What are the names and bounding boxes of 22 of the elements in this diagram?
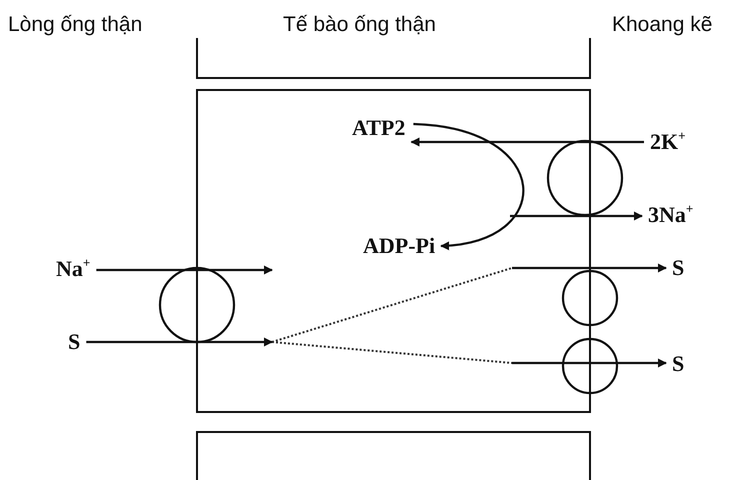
arrow	[96, 266, 273, 274]
region-label: Khoang kẽ	[612, 14, 712, 35]
ion-label: ATP2	[352, 117, 406, 139]
arrow	[512, 264, 667, 272]
region-label: Tế bào ống thận	[283, 14, 436, 35]
transporter-circle	[562, 270, 618, 326]
region-label: Lòng ống thận	[8, 14, 142, 35]
arrow	[512, 358, 667, 368]
arrow	[413, 122, 524, 250]
ion-label: ADP-Pi	[363, 235, 436, 257]
ion-label: 3Na$^{+}$	[648, 204, 694, 226]
transporter-circle	[562, 338, 618, 394]
ion-label: Na$^{+}$	[56, 258, 90, 280]
ion-label: S	[672, 353, 684, 375]
arrow	[510, 212, 643, 220]
arrow	[86, 338, 273, 346]
transporter-circle	[158, 266, 236, 344]
ion-label: S	[68, 331, 80, 353]
arrow	[410, 138, 644, 146]
ion-label: 2K$^{+}$	[650, 131, 686, 153]
transporter-circle	[546, 140, 624, 216]
ion-label: S	[672, 257, 684, 279]
